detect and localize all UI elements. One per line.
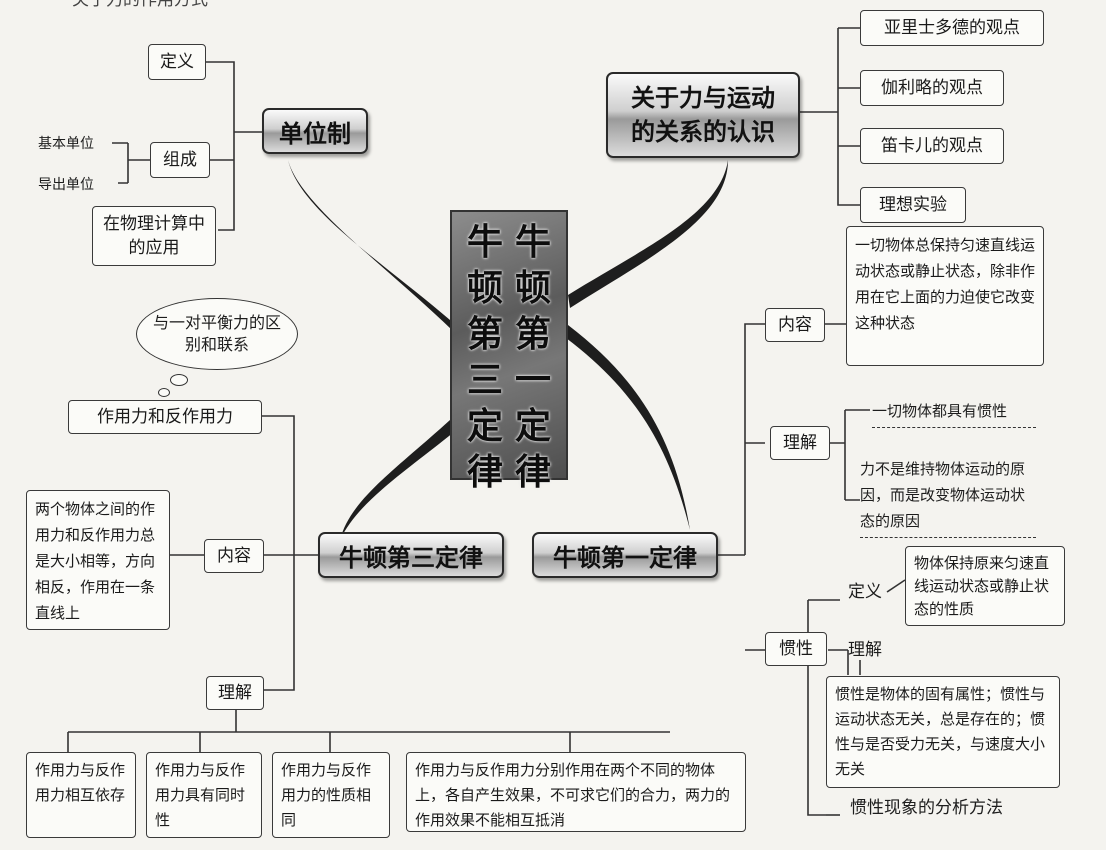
plate-text-first-law: 牛顿第一定律 <box>514 222 551 493</box>
first-law-branch-line <box>744 323 765 651</box>
node-first-understanding: 理解 <box>770 426 830 460</box>
first-understanding-2: 力不是维持物体运动的原因，而是改变物体运动状态的原因 <box>860 456 1036 538</box>
node-third-law: 牛顿第三定律 <box>318 532 504 578</box>
understanding-bracket-line <box>830 409 870 501</box>
node-definition: 定义 <box>148 44 206 80</box>
node-first-content: 内容 <box>765 308 825 342</box>
force-motion-branch-line <box>837 27 860 206</box>
inertia-method: 惯性现象的分析方法 <box>850 798 1003 818</box>
node-application: 在物理计算中的应用 <box>92 206 216 266</box>
label-inertia-definition: 定义 <box>848 582 882 602</box>
node-action-reaction: 作用力和反作用力 <box>68 400 262 434</box>
node-composition: 组成 <box>150 142 210 178</box>
third-law-branch-line <box>262 415 295 691</box>
inertia-definition-text: 物体保持原来匀速直线运动状态或静止状态的性质 <box>905 546 1065 626</box>
node-inertia: 惯性 <box>765 632 827 666</box>
label-base-units: 基本单位 <box>38 136 94 152</box>
third-understanding-3: 作用力与反作用力的性质相同 <box>272 752 390 838</box>
understanding-children-line <box>67 708 670 752</box>
label-derived-units: 导出单位 <box>38 177 94 193</box>
node-third-content: 内容 <box>204 539 264 573</box>
label-inertia-understanding: 理解 <box>848 640 882 660</box>
third-understanding-2: 作用力与反作用力具有同时性 <box>146 752 262 838</box>
inertia-understanding-text: 惯性是物体的固有属性；惯性与运动状态无关，总是存在的；惯性与是否受力无关，与速度… <box>826 676 1060 788</box>
inertia-bracket-line <box>765 599 848 816</box>
plate-text-third-law: 牛顿第三定律 <box>466 222 503 493</box>
node-units: 单位制 <box>262 108 368 154</box>
node-aristotle: 亚里士多德的观点 <box>860 10 1044 46</box>
node-ideal-experiment: 理想实验 <box>860 187 966 223</box>
third-understanding-4: 作用力与反作用力分别作用在两个不同的物体上，各自产生效果，不可求它们的合力，两力… <box>406 752 746 832</box>
node-galileo: 伽利略的观点 <box>860 70 1004 106</box>
third-content-text: 两个物体之间的作用力和反作用力总是大小相等，方向相反，作用在一条直线上 <box>26 490 170 630</box>
units-branch-line <box>205 61 235 231</box>
third-understanding-1: 作用力与反作用力相互依存 <box>26 752 136 838</box>
thought-bubble-1 <box>170 374 188 386</box>
composition-sub-line <box>112 142 150 184</box>
main-branches <box>288 160 728 540</box>
top-left-caption: 关于力的作用方式 <box>72 0 208 10</box>
first-understanding-1: 一切物体都具有惯性 <box>872 398 1036 428</box>
node-descartes: 笛卡儿的观点 <box>860 128 1004 164</box>
center-plate: 牛顿第三定律 牛顿第一定律 <box>450 210 568 493</box>
cloud-balance-forces: 与一对平衡力的区别和联系 <box>136 298 298 370</box>
node-first-law: 牛顿第一定律 <box>532 532 718 578</box>
node-third-understanding: 理解 <box>206 676 264 710</box>
first-content-text: 一切物体总保持匀速直线运动状态或静止状态，除非作用在它上面的力迫使它改变这种状态 <box>846 226 1044 366</box>
thought-bubble-2 <box>158 388 170 397</box>
node-force-motion: 关于力与运动的关系的认识 <box>606 72 800 158</box>
